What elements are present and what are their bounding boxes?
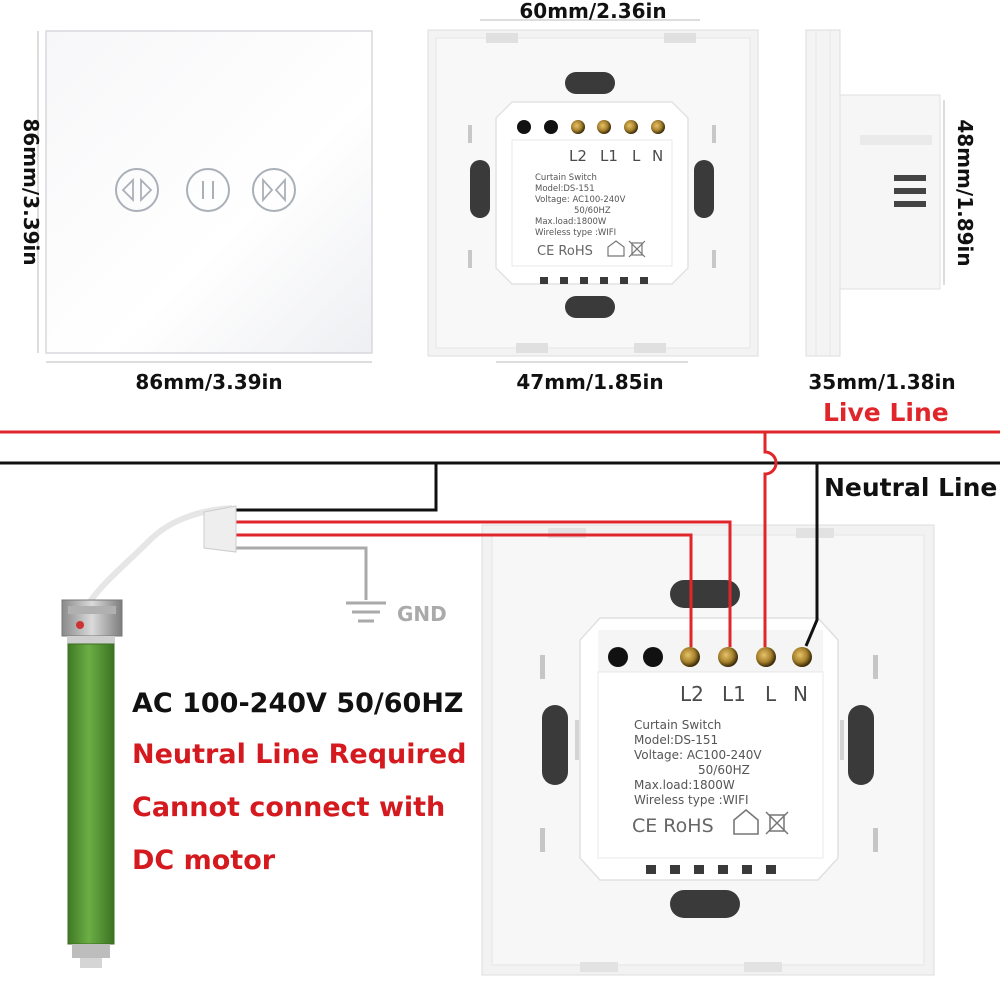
front-height-label: 86mm/3.39in	[19, 118, 43, 265]
motor-neutral-wire	[236, 463, 438, 512]
small-home-icon	[607, 240, 625, 257]
label-line-4: 50/60HZ	[698, 763, 750, 777]
pause-touch-key	[186, 168, 230, 212]
cert-mark: CE RoHS	[632, 815, 714, 837]
wiring	[0, 430, 1000, 647]
neutral-branch-wire	[804, 463, 819, 647]
small-label-line-6: Wireless type :WIFI	[535, 228, 616, 238]
terminal-label-n: N	[793, 682, 808, 706]
home-icon	[733, 808, 759, 835]
small-label-line-4: 50/60HZ	[574, 206, 611, 216]
motor-l1-wire	[236, 520, 732, 647]
small-weee-icon	[628, 240, 646, 258]
back-top-width-label: 60mm/2.36in	[519, 0, 666, 23]
small-label-line-2: Model:DS-151	[535, 184, 595, 194]
back-bottom-width-label: 47mm/1.85in	[516, 370, 663, 394]
small-label-line-1: Curtain Switch	[535, 173, 597, 183]
live-branch-wire	[763, 432, 778, 647]
ground-wire	[236, 546, 368, 600]
label-line-5: Max.load:1800W	[634, 778, 735, 792]
label-line-3: Voltage: AC100-240V	[634, 748, 762, 762]
front-panel	[45, 30, 373, 354]
close-curtain-touch-key	[252, 168, 296, 212]
terminal-label-l2: L2	[680, 682, 704, 706]
terminal-label-l1: L1	[722, 682, 746, 706]
motor-l2-wire	[236, 533, 693, 647]
small-terminal-n: N	[652, 147, 663, 165]
weee-bin-icon	[765, 811, 789, 835]
side-width-label: 35mm/1.38in	[808, 370, 955, 394]
front-width-label: 86mm/3.39in	[135, 370, 282, 394]
open-curtain-touch-key	[115, 168, 159, 212]
ground-symbol	[346, 601, 386, 623]
label-line-6: Wireless type :WIFI	[634, 793, 749, 807]
neutral-required-note: Neutral Line Required	[132, 739, 466, 770]
small-terminal-l: L	[632, 147, 641, 165]
small-label-line-5: Max.load:1800W	[535, 217, 607, 227]
dc-motor-warning-line2: DC motor	[132, 845, 276, 876]
label-line-2: Model:DS-151	[634, 733, 718, 747]
side-depth-label: 48mm/1.89in	[953, 119, 977, 266]
tubular-motor	[61, 505, 237, 968]
terminal-label-l: L	[765, 682, 777, 706]
small-terminal-l1: L1	[600, 147, 618, 165]
gnd-label: GND	[397, 602, 447, 626]
label-line-1: Curtain Switch	[634, 718, 721, 732]
live-line-label: Live Line	[823, 398, 949, 427]
dc-motor-warning-line1: Cannot connect with	[132, 792, 445, 823]
voltage-note: AC 100-240V 50/60HZ	[132, 688, 464, 719]
back-view-small	[427, 29, 759, 357]
small-label-line-3: Voltage: AC100-240V	[535, 195, 626, 205]
small-cert-mark: CE RoHS	[537, 244, 593, 259]
small-terminal-l2: L2	[569, 147, 587, 165]
side-view	[805, 29, 941, 357]
neutral-line-label: Neutral Line	[824, 473, 997, 502]
